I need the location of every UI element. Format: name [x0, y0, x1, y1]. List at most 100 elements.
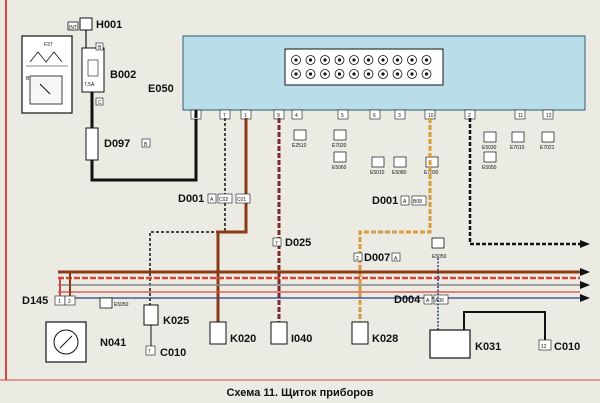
cluster-pin-label: 9 — [277, 113, 280, 119]
fuel-icon-dot — [337, 72, 342, 76]
d001-right-tag: A — [403, 199, 407, 205]
lamp-icon — [425, 156, 439, 168]
pin-c-label: C — [98, 100, 102, 106]
airbag-icon-dot — [352, 72, 356, 76]
cluster-pin-box — [291, 109, 303, 120]
cluster-pin-label: 7 — [223, 113, 226, 119]
lamp-code-label: E5030 — [482, 145, 497, 151]
lamp-code-label: E5060 — [332, 165, 347, 171]
lamp-icon — [333, 129, 347, 141]
i040-label: I040 — [291, 333, 312, 345]
parking-icon-dot — [381, 72, 385, 76]
lamp-icon — [483, 151, 497, 163]
cluster-icon-rows — [291, 55, 432, 79]
lamp-code-label: E7030 — [424, 170, 439, 176]
fuse-f37-label: F37 — [44, 42, 53, 48]
turn-icon-dot — [294, 72, 298, 76]
battery-icon-dot — [337, 58, 342, 62]
engine-icon-dot — [366, 72, 371, 76]
c01-label: C01 — [237, 197, 246, 203]
cluster-pin-box — [369, 109, 381, 120]
lamp-icon — [393, 156, 407, 168]
c010-right-pin: 12 — [541, 344, 547, 350]
hazard-icon-dot — [424, 72, 429, 76]
lamp-code-label: E5010 — [370, 170, 385, 176]
k025-label: K025 — [163, 315, 189, 327]
lamp-icon — [483, 131, 497, 143]
cluster-pin-label: 10 — [428, 113, 434, 119]
door-icon-dot — [381, 58, 385, 62]
a06-label: A06 — [435, 298, 444, 304]
lamp-icon — [293, 129, 307, 141]
panel-b-label: B — [26, 76, 30, 82]
c02-label: C02 — [219, 197, 228, 203]
cluster-pin-label: 5 — [341, 113, 344, 119]
cluster-pin-box — [394, 109, 406, 120]
d001-left-label: D001 — [178, 193, 204, 205]
b08-label: B08 — [413, 199, 422, 205]
int-label: INT — [69, 25, 77, 31]
diagram-caption: Схема 11. Щиток приборов — [226, 387, 373, 399]
lamp-code-label: E7010 — [510, 145, 525, 151]
lamp-code-label: E5050 — [482, 165, 497, 171]
lamp-code-label: E7020 — [332, 143, 347, 149]
oil-icon-dot — [323, 58, 327, 62]
e5050-left-label: E5050 — [114, 302, 129, 308]
cluster-label: E050 — [148, 83, 174, 95]
n041-label: N041 — [100, 337, 126, 349]
cluster-pin-label: 4 — [295, 113, 298, 119]
k028-label: K028 — [372, 333, 398, 345]
cluster-pin-label: 1 — [244, 113, 247, 119]
lamp-code-label: E5080 — [392, 170, 407, 176]
fuse-rating-label: 7,5A — [84, 82, 95, 88]
d004-label: D004 — [394, 294, 421, 306]
c010-left-label: C010 — [160, 347, 186, 359]
lamp-icon-dot — [395, 58, 400, 62]
lamp-icon — [333, 151, 347, 163]
d007-tag: A — [394, 256, 398, 262]
lamp-icon — [371, 156, 385, 168]
d097-label: D097 — [104, 138, 130, 150]
cluster-pin-box — [514, 109, 526, 120]
d001-left-tag: A — [210, 197, 214, 203]
d145-pin2: 2 — [68, 299, 71, 305]
wiper-icon-dot — [410, 72, 414, 76]
h001-label: H001 — [96, 19, 122, 31]
b002-label: B002 — [110, 69, 136, 81]
cluster-pin-label: 2 — [468, 113, 471, 119]
cluster-pin-label: 6 — [373, 113, 376, 119]
brake-icon-dot — [366, 58, 371, 62]
beam-icon-dot — [308, 72, 313, 76]
cluster-pin-label: 11 — [518, 113, 523, 119]
lamp-icon — [511, 131, 525, 143]
abs-icon-dot — [352, 58, 356, 62]
pin-b-label: B — [98, 45, 102, 51]
d025-pin: 7 — [275, 241, 278, 247]
d001-right-label: D001 — [372, 195, 398, 207]
k031-label: K031 — [475, 341, 501, 353]
fuse-b002-group: INT H001 7,5A B002 B C — [67, 17, 136, 106]
k020-label: K020 — [230, 333, 256, 345]
lamp-code-label: E7021 — [540, 145, 555, 151]
light-icon-dot — [294, 58, 298, 62]
cluster-pin-label: 3 — [398, 113, 401, 119]
lamp-code-label: E2510 — [292, 143, 307, 149]
d097-tag: B — [144, 142, 148, 148]
glow-icon-dot — [410, 58, 414, 62]
seatbelt-icon-dot — [424, 58, 429, 62]
cluster-pin-box — [337, 109, 349, 120]
cluster-pin-label: 12 — [546, 113, 552, 119]
harness-lines — [58, 240, 590, 302]
d007-pin: 2 — [356, 256, 359, 262]
ignition-switch-panel: F37 B — [21, 35, 73, 114]
lamp-icon — [541, 131, 555, 143]
d004-tag: A — [426, 298, 430, 304]
cluster-pin-box — [542, 109, 554, 120]
e5050-top-label: E5050 — [432, 254, 447, 260]
c010-right-label: C010 — [554, 341, 580, 353]
d007-label: D007 — [364, 252, 390, 264]
coolant-icon-dot — [323, 72, 327, 76]
fog-icon-dot — [308, 58, 313, 62]
